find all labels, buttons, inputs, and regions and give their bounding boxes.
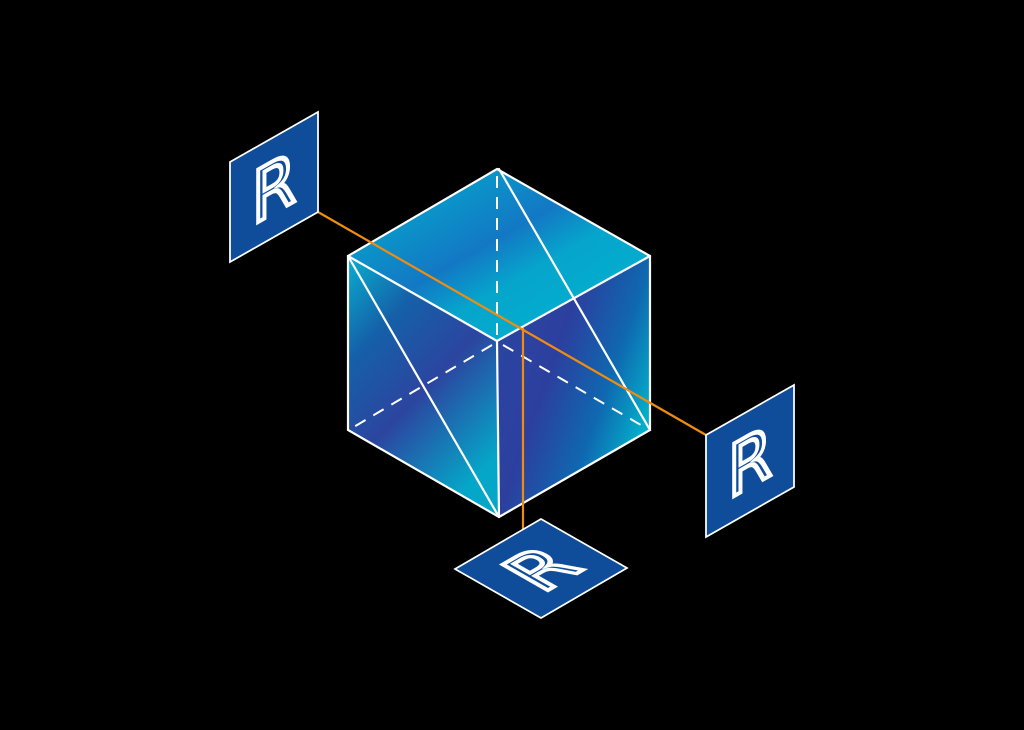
panel-left-face bbox=[229, 110, 319, 264]
cube-front-vertical-edge bbox=[495, 339, 501, 519]
projection-panel-left: R bbox=[229, 110, 319, 264]
left-face-diagonal bbox=[346, 254, 501, 519]
projection-panel-bottom: R bbox=[453, 518, 629, 619]
hidden-edge-right bbox=[502, 344, 647, 429]
panel-right-face bbox=[705, 383, 795, 539]
right-face-diagonal bbox=[497, 167, 652, 432]
connector-left-right bbox=[317, 211, 707, 436]
panel-bottom-face bbox=[453, 518, 629, 619]
projection-panel-right: R bbox=[705, 383, 795, 539]
cube bbox=[346, 167, 652, 519]
hidden-edge-left bbox=[351, 344, 493, 429]
